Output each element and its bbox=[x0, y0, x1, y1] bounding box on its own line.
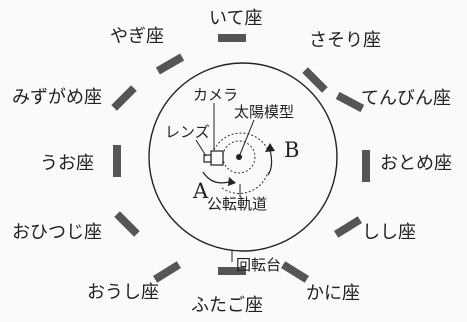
camera-body bbox=[210, 150, 224, 166]
lens-leader bbox=[195, 139, 207, 157]
label-turntable: 回転台 bbox=[236, 256, 282, 274]
label-sasori: さそり座 bbox=[309, 30, 381, 51]
panel-mizugame bbox=[111, 85, 137, 111]
panel-yagi bbox=[155, 53, 185, 75]
label-camera: カメラ bbox=[193, 86, 239, 104]
sun-leader bbox=[238, 119, 255, 158]
label-lens: レンズ bbox=[165, 123, 210, 141]
label-shishi: しし座 bbox=[362, 222, 416, 243]
label-oushi: おうし座 bbox=[87, 282, 159, 303]
label-uo: うお座 bbox=[40, 153, 94, 174]
panel-ite bbox=[218, 34, 246, 42]
camera-lens-part bbox=[203, 154, 212, 163]
label-ohitsuji: おひつじ座 bbox=[12, 222, 102, 243]
panel-otome bbox=[362, 150, 370, 182]
position-b: B bbox=[284, 138, 300, 162]
label-orbit: 公転軌道 bbox=[207, 195, 268, 213]
turntable bbox=[148, 62, 338, 252]
arrow-a bbox=[202, 171, 230, 184]
label-kani: かに座 bbox=[306, 283, 360, 304]
arrow-a-head bbox=[228, 177, 236, 186]
panel-shishi bbox=[334, 216, 362, 238]
label-sun-model: 太陽模型 bbox=[234, 103, 295, 121]
label-ite: いて座 bbox=[209, 8, 263, 29]
panel-futago bbox=[218, 267, 246, 275]
panel-tenbin bbox=[335, 91, 365, 113]
label-tenbin: てんびん座 bbox=[361, 88, 451, 109]
panel-oushi bbox=[153, 261, 181, 283]
constellation-panels bbox=[111, 34, 370, 283]
position-a: A bbox=[193, 179, 209, 203]
panel-ohitsuji bbox=[114, 211, 140, 237]
label-yagi: やぎ座 bbox=[110, 26, 164, 47]
label-futago: ふたご座 bbox=[191, 295, 263, 316]
panel-uo bbox=[113, 145, 121, 177]
panel-kani bbox=[281, 261, 309, 283]
label-otome: おとめ座 bbox=[380, 153, 452, 174]
label-mizugame: みずがめ座 bbox=[12, 87, 102, 108]
panel-sasori bbox=[302, 67, 328, 93]
arrow-b-head bbox=[265, 143, 275, 152]
arrow-b bbox=[267, 149, 273, 176]
